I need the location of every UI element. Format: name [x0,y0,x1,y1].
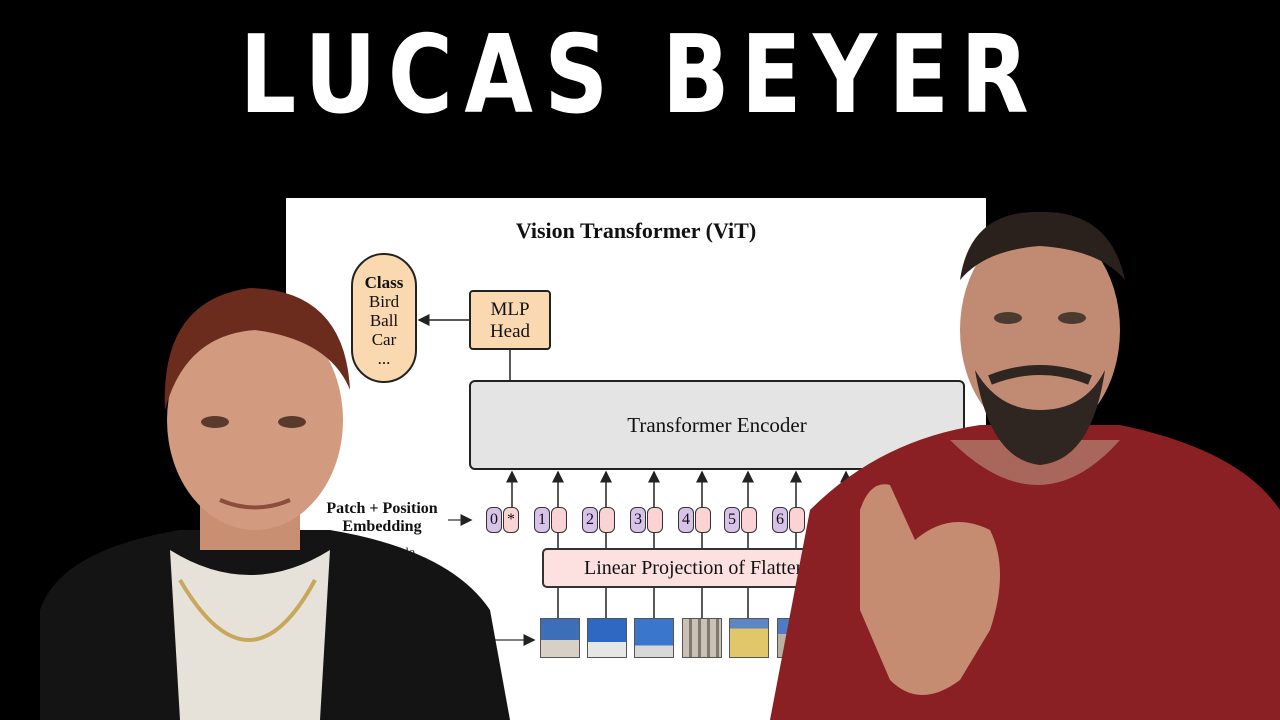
patch-label-line: Embedding [342,518,422,535]
position-embedding: 1 [534,507,550,533]
position-embedding: 0 [486,507,502,533]
patch-embedding [599,507,615,533]
projection-lines [557,533,797,618]
patch-embedding [695,507,711,533]
position-embedding: 3 [630,507,646,533]
image-patch [540,618,580,658]
patch-embedding [551,507,567,533]
position-embedding: 4 [678,507,694,533]
class-header: Class [364,273,404,292]
class-item: Car [371,330,397,349]
left-person-photo [40,288,510,720]
mlp-head-box: MLP Head [469,290,551,350]
class-item: Bird [368,292,400,311]
position-embedding: 5 [724,507,740,533]
transformer-encoder-box: Transformer Encoder [469,380,965,470]
patch-label-line: Patch + Position [326,500,438,517]
mlp-label: MLP [490,299,530,320]
diagram-title: Vision Transformer (ViT) [515,218,757,243]
class-output-box: Class Bird Ball Car ... [351,253,417,383]
patch-embedding [647,507,663,533]
class-token: * [503,507,519,533]
patch-embedding [789,507,805,533]
class-item: ... [377,349,391,368]
position-embedding: 6 [772,507,788,533]
right-person-photo [770,211,1280,720]
position-embedding: 2 [582,507,598,533]
image-patch [587,618,627,658]
patch-embedding [741,507,757,533]
token-arrows [506,470,852,507]
image-patch [682,618,722,658]
image-patch [729,618,769,658]
patch-embedding-label: Patch + Position Embedding [312,500,452,536]
thumbnail-title: LUCAS BEYER [239,13,1041,138]
mlp-label: Head [489,321,531,342]
image-patch [634,618,674,658]
class-item: Ball [369,311,399,330]
